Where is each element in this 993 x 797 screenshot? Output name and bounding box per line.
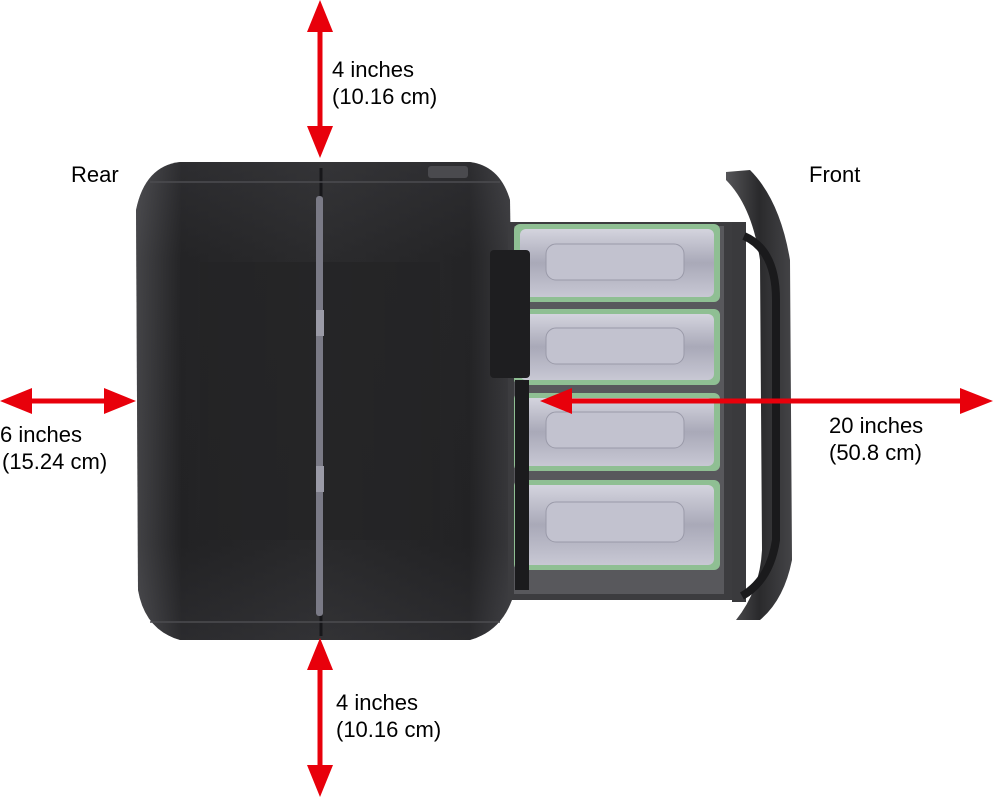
printer-body xyxy=(136,162,515,640)
material-tray-2 xyxy=(514,309,720,385)
material-tray-1 xyxy=(514,224,720,302)
material-tray-4 xyxy=(514,480,720,570)
material-drawer xyxy=(490,222,746,602)
left-clearance-cm: (15.24 cm) xyxy=(2,449,108,474)
top-clearance-inches: 4 inches xyxy=(332,57,414,82)
left-clearance-inches: 6 inches xyxy=(0,422,82,447)
arrow-right-clearance xyxy=(540,388,993,414)
arrow-bottom-clearance xyxy=(307,638,333,797)
material-tray-3 xyxy=(514,393,720,471)
arrow-top-clearance xyxy=(307,0,333,158)
bottom-clearance-cm: (10.16 cm) xyxy=(336,717,442,742)
front-label: Front xyxy=(809,162,861,187)
right-clearance-inches: 20 inches xyxy=(829,413,924,438)
arrow-left-clearance xyxy=(0,388,136,414)
right-clearance-cm: (50.8 cm) xyxy=(829,440,922,465)
drawer-door xyxy=(726,170,792,620)
rear-label: Rear xyxy=(71,162,119,187)
bottom-clearance-inches: 4 inches xyxy=(336,690,418,715)
top-clearance-cm: (10.16 cm) xyxy=(332,84,438,109)
